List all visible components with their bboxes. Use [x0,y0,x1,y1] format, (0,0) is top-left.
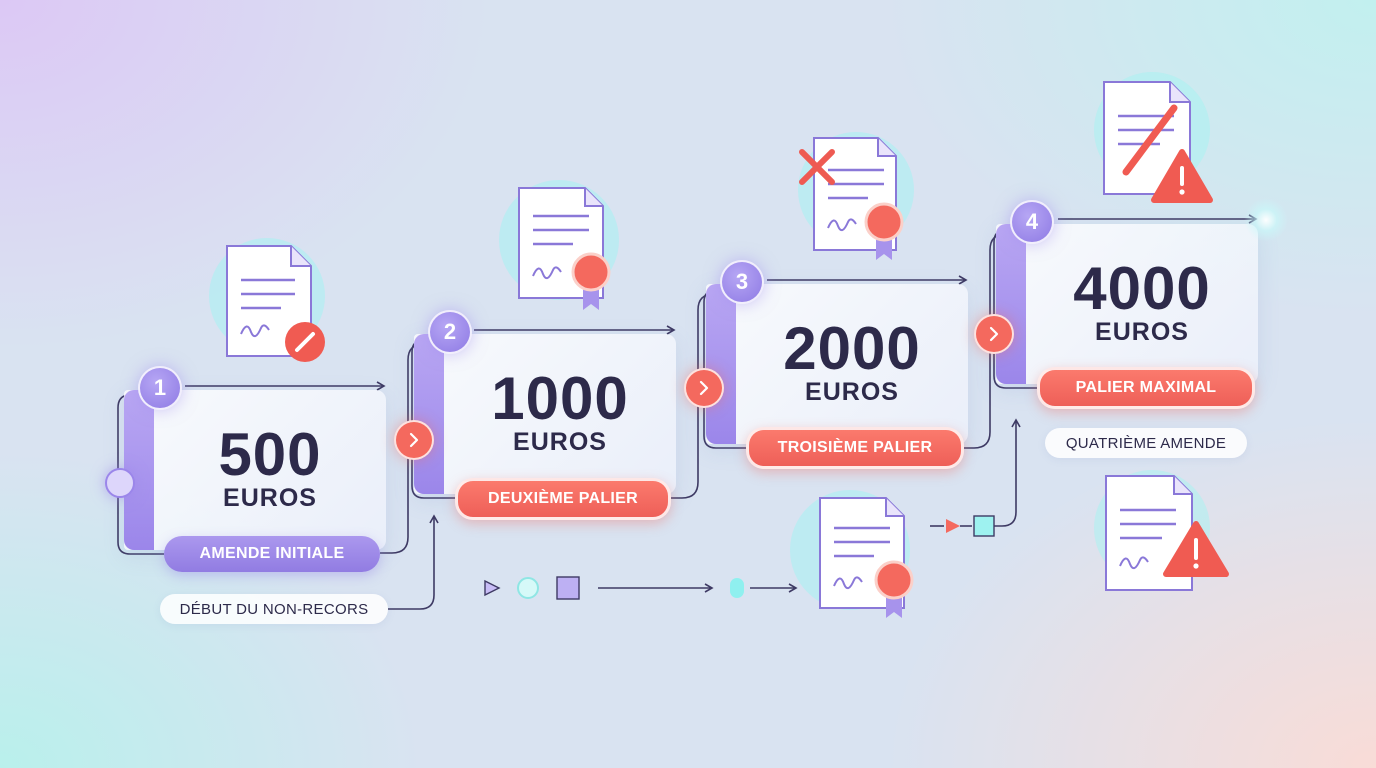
flow-triangle-coral [946,519,960,533]
card-accent-bar [414,334,444,494]
flow-square [556,576,580,600]
step-number-2: 2 [428,310,472,354]
step-amount: 4000 [1073,255,1211,322]
start-note: DÉBUT DU NON-RECORS [160,594,388,624]
step-amount: 500 [218,421,322,488]
step-number-3: 3 [720,260,764,304]
step-card-1: 500 EUROS [124,390,386,550]
step-number-4: 4 [1010,200,1054,244]
step-label-4: PALIER MAXIMAL [1037,367,1255,409]
step-label-3: TROISIÈME PALIER [746,427,964,469]
chevron-right-icon [974,314,1014,354]
step-label-2: DEUXIÈME PALIER [455,478,671,520]
step-card-3: 2000 EUROS [706,284,968,444]
certificate-seal-icon [499,180,619,310]
flow-square-teal [973,515,995,537]
step-card-4: 4000 EUROS [996,224,1258,384]
fourth-note: QUATRIÈME AMENDE [1045,428,1247,458]
card-accent-bar [996,224,1026,384]
step-amount: 2000 [783,315,921,382]
step-label-1: AMENDE INITIALE [164,536,380,572]
document-warning-icon [1094,470,1229,591]
certificate-seal-icon [790,490,914,618]
step-card-2: 1000 EUROS [414,334,676,494]
step-unit: EUROS [223,484,317,512]
flow-dot [730,578,744,598]
step-amount: 1000 [491,365,629,432]
certificate-rejected-icon [798,132,914,260]
flow-circle [517,577,539,599]
chevron-right-icon [684,368,724,408]
step-unit: EUROS [513,428,607,456]
step-unit: EUROS [1095,318,1189,346]
document-prohibited-icon [209,238,325,362]
card-accent-bar [706,284,736,444]
flow-triangle [484,579,501,597]
step-number-1: 1 [138,366,182,410]
chevron-right-icon [394,420,434,460]
start-node [105,468,135,498]
start-link [388,514,439,610]
document-cancelled-warning-icon [1094,72,1213,203]
card-1-bracket [117,394,164,555]
step-unit: EUROS [805,378,899,406]
flow-up-link [994,418,1021,527]
end-sparkle [1244,198,1288,242]
